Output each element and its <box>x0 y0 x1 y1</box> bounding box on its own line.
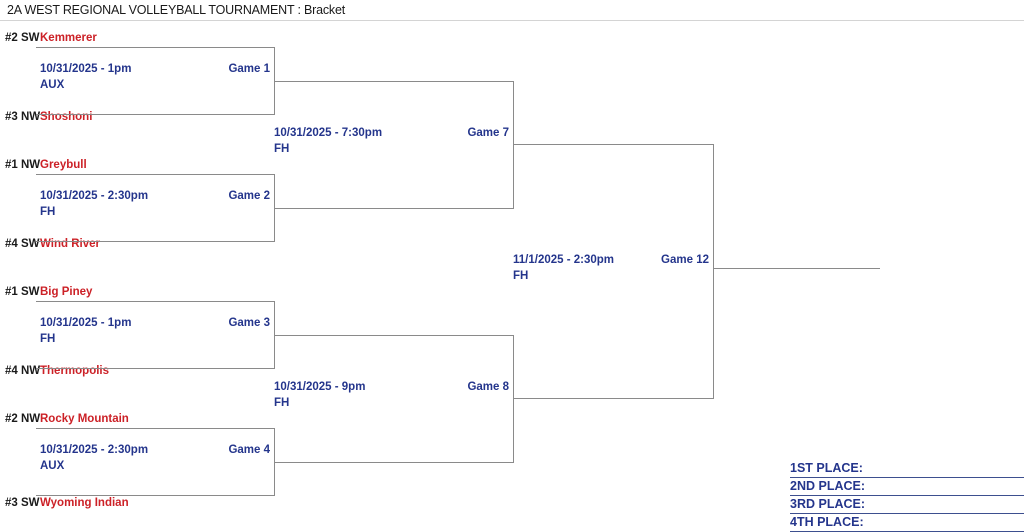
game3-label[interactable]: Game 3 <box>228 317 270 329</box>
place-line-3rd[interactable] <box>790 513 1024 514</box>
game1-label[interactable]: Game 1 <box>228 63 270 75</box>
game4-venue: AUX <box>40 460 65 472</box>
team-name-shoshoni[interactable]: Shoshoni <box>40 111 93 123</box>
team-name-greybull[interactable]: Greybull <box>40 159 87 171</box>
team-name-rocky-mountain[interactable]: Rocky Mountain <box>40 413 129 425</box>
rule-game2-bottom <box>36 241 275 242</box>
game3-datetime: 10/31/2025 - 1pm <box>40 317 132 329</box>
place-label-4th: 4TH PLACE: <box>790 515 864 529</box>
seed-label-wind-river: #4 SW <box>5 238 40 250</box>
rule-game7-join <box>513 81 514 209</box>
page-title: 2A WEST REGIONAL VOLLEYBALL TOURNAMENT :… <box>7 3 345 17</box>
place-label-2nd: 2ND PLACE: <box>790 479 866 493</box>
game8-label[interactable]: Game 8 <box>467 381 509 393</box>
place-line-1st[interactable] <box>790 477 1024 478</box>
game2-venue: FH <box>40 206 56 218</box>
seed-label-shoshoni: #3 NW <box>5 111 41 123</box>
rule-game3-top <box>36 301 275 302</box>
game3-venue: FH <box>40 333 56 345</box>
game2-datetime: 10/31/2025 - 2:30pm <box>40 190 149 202</box>
game12-datetime: 11/1/2025 - 2:30pm <box>513 254 615 266</box>
rule-game7-bottom <box>274 208 514 209</box>
rule-game4-bottom <box>36 495 275 496</box>
game1-datetime: 10/31/2025 - 1pm <box>40 63 132 75</box>
rule-game7-top <box>274 81 514 82</box>
game7-datetime: 10/31/2025 - 7:30pm <box>274 127 383 139</box>
team-name-thermopolis[interactable]: Thermopolis <box>40 365 110 377</box>
team-name-wyoming-indian[interactable]: Wyoming Indian <box>40 497 129 509</box>
rule-game12-winner <box>713 268 880 269</box>
page-header: 2A WEST REGIONAL VOLLEYBALL TOURNAMENT :… <box>0 0 1024 21</box>
rule-game8-top <box>274 335 514 336</box>
rule-game12-join <box>713 144 714 399</box>
game7-venue: FH <box>274 143 290 155</box>
rule-game2-top <box>36 174 275 175</box>
team-name-wind-river[interactable]: Wind River <box>40 238 100 250</box>
game4-datetime: 10/31/2025 - 2:30pm <box>40 444 149 456</box>
rule-game1-bottom <box>36 114 275 115</box>
seed-label-greybull: #1 NW <box>5 159 41 171</box>
seed-label-thermopolis: #4 NW <box>5 365 41 377</box>
rule-game4-top <box>36 428 275 429</box>
rule-game8-join <box>513 335 514 463</box>
team-name-kemmerer[interactable]: Kemmerer <box>40 32 97 44</box>
place-line-2nd[interactable] <box>790 495 1024 496</box>
rule-game8-bottom <box>274 462 514 463</box>
place-label-3rd: 3RD PLACE: <box>790 497 866 511</box>
game12-venue: FH <box>513 270 529 282</box>
game1-venue: AUX <box>40 79 65 91</box>
game2-label[interactable]: Game 2 <box>228 190 270 202</box>
place-label-1st: 1ST PLACE: <box>790 461 863 475</box>
seed-label-wyoming-indian: #3 SW <box>5 497 40 509</box>
seed-label-big-piney: #1 SW <box>5 286 40 298</box>
game12-label[interactable]: Game 12 <box>661 254 709 266</box>
seed-label-rocky-mountain: #2 NW <box>5 413 41 425</box>
seed-label-kemmerer: #2 SW <box>5 32 40 44</box>
game7-label[interactable]: Game 7 <box>467 127 509 139</box>
rule-game3-bottom <box>36 368 275 369</box>
game8-venue: FH <box>274 397 290 409</box>
rule-game1-top <box>36 47 275 48</box>
team-name-big-piney[interactable]: Big Piney <box>40 286 93 298</box>
game4-label[interactable]: Game 4 <box>228 444 270 456</box>
game8-datetime: 10/31/2025 - 9pm <box>274 381 366 393</box>
rule-game12-top <box>513 144 714 145</box>
rule-game12-bottom <box>513 398 714 399</box>
